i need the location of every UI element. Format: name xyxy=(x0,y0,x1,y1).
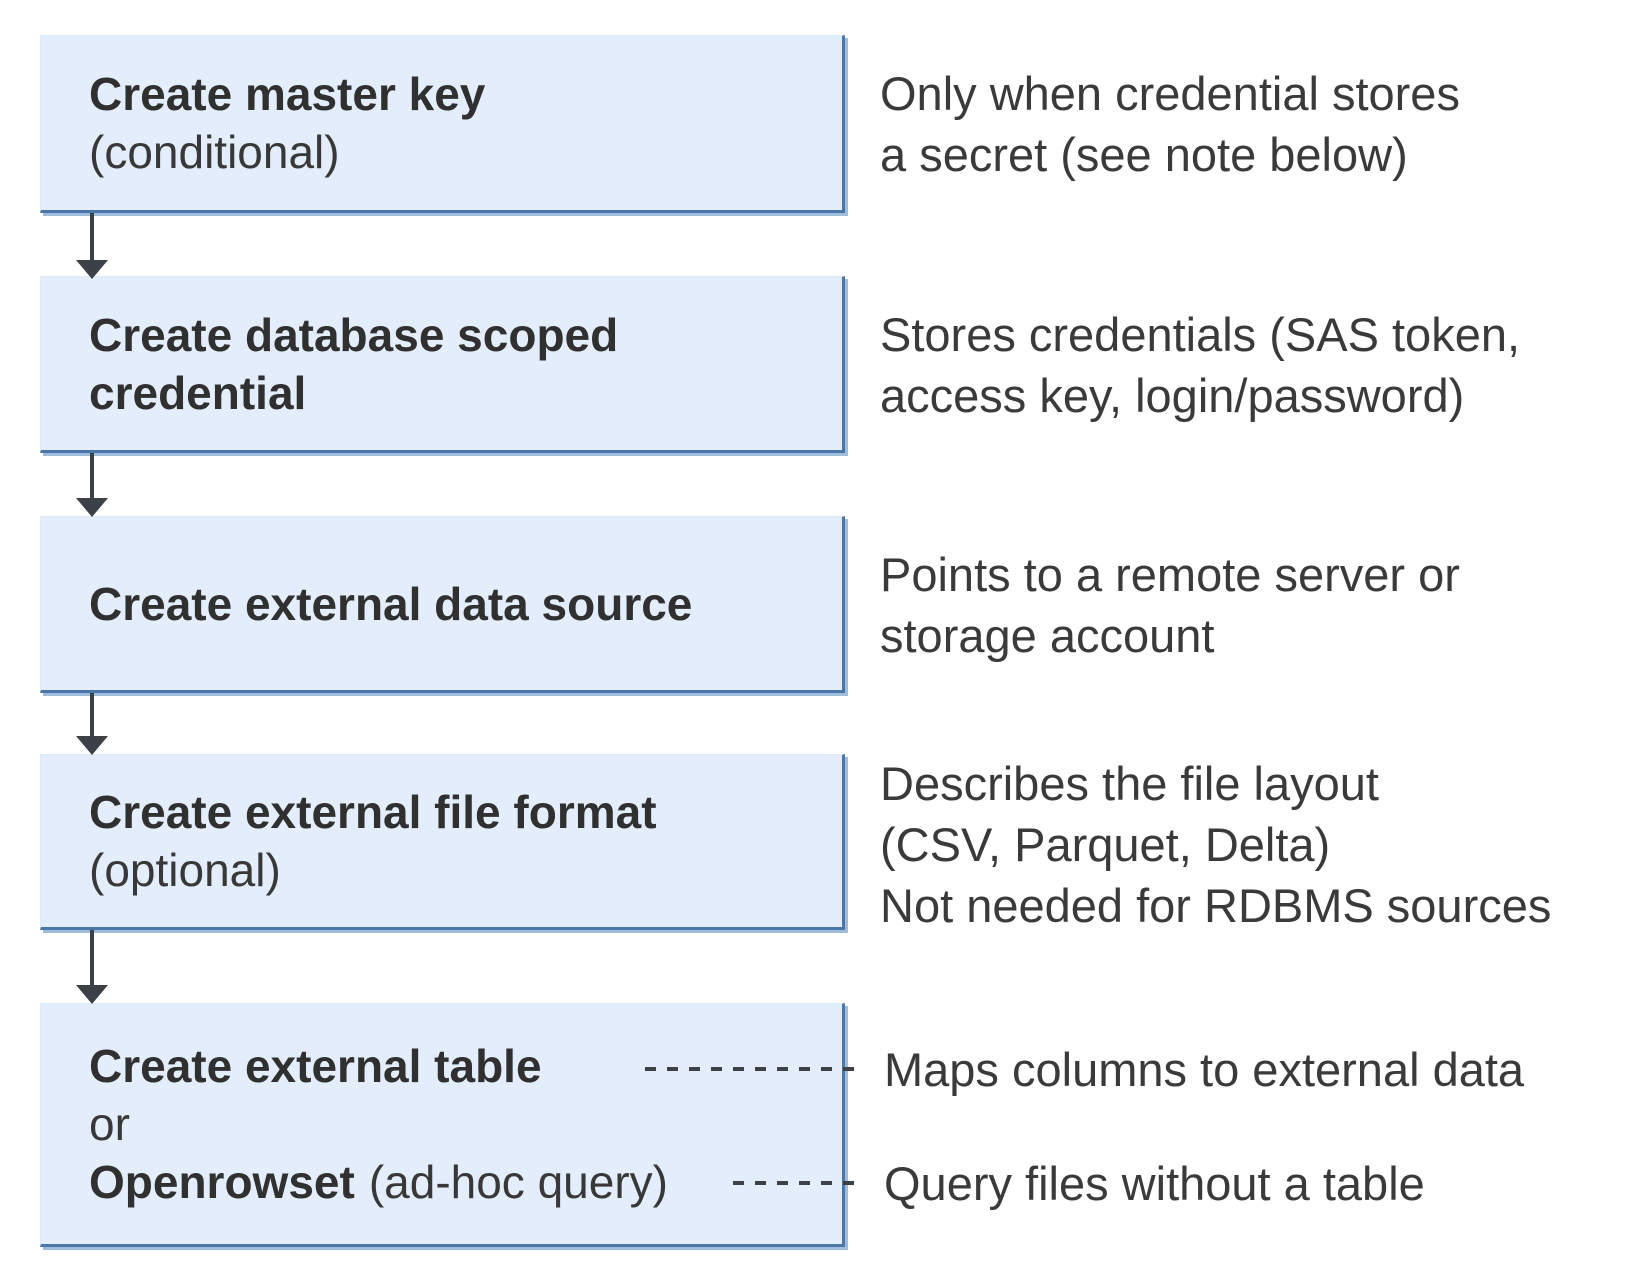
arrow-shaft xyxy=(90,693,94,740)
step-qualifier: (optional) xyxy=(89,844,281,896)
or-label: or xyxy=(89,1098,130,1150)
step-title: Create external table xyxy=(89,1040,542,1092)
step-alt-title: Openrowset xyxy=(89,1156,355,1208)
annotation-line: Not needed for RDBMS sources xyxy=(880,878,1552,932)
annotation-line: Maps columns to external data xyxy=(884,1042,1525,1096)
annotation-openrowset: Query files without a table xyxy=(884,1153,1638,1213)
annotation-line: Describes the file layout xyxy=(880,756,1379,810)
annotation-external-data-source: Points to a remote server or storage acc… xyxy=(880,516,1638,693)
step-title: Create external data source xyxy=(89,577,693,630)
annotation-line: (CSV, Parquet, Delta) xyxy=(880,817,1331,871)
annotation-line: a secret (see note below) xyxy=(880,128,1408,181)
step-title: Create database scoped credential xyxy=(89,308,619,419)
annotation-line: Stores credentials (SAS token, xyxy=(880,307,1521,361)
down-arrow-connector xyxy=(76,453,108,517)
arrow-head-icon xyxy=(76,498,108,517)
step-box-create-external-file-format: Create external file format (optional) xyxy=(40,754,845,930)
annotation-line: Query files without a table xyxy=(884,1156,1425,1210)
arrow-head-icon xyxy=(76,260,108,279)
dashed-connector-openrowset xyxy=(733,1181,863,1185)
step-title: Create external file format xyxy=(89,786,657,838)
step-qualifier: (conditional) xyxy=(89,126,340,178)
step-box-create-external-data-source: Create external data source xyxy=(40,516,845,693)
down-arrow-connector xyxy=(76,930,108,1004)
arrow-shaft xyxy=(90,213,94,264)
dashed-connector-external-table xyxy=(645,1067,863,1071)
arrow-head-icon xyxy=(76,736,108,755)
annotation-line: storage account xyxy=(880,608,1215,662)
step-box-create-master-key: Create master key (conditional) xyxy=(40,35,845,213)
annotation-line: Points to a remote server or xyxy=(880,547,1460,601)
arrow-head-icon xyxy=(76,985,108,1004)
arrow-shaft xyxy=(90,930,94,989)
step-box-create-external-table-or-openrowset: Create external table or Openrowset(ad-h… xyxy=(40,1003,845,1247)
arrow-shaft xyxy=(90,453,94,502)
down-arrow-connector xyxy=(76,693,108,755)
annotation-master-key: Only when credential stores a secret (se… xyxy=(880,35,1638,213)
annotation-external-file-format: Describes the file layout (CSV, Parquet,… xyxy=(880,744,1638,944)
step-box-create-database-scoped-credential: Create database scoped credential xyxy=(40,276,845,453)
annotation-line: access key, login/password) xyxy=(880,368,1465,422)
annotation-scoped-credential: Stores credentials (SAS token, access ke… xyxy=(880,276,1638,453)
annotation-external-table: Maps columns to external data xyxy=(884,1039,1638,1099)
step-alt-qualifier: (ad-hoc query) xyxy=(368,1156,668,1208)
down-arrow-connector xyxy=(76,213,108,279)
annotation-line: Only when credential stores xyxy=(880,67,1460,120)
step-title: Create master key xyxy=(89,68,486,120)
